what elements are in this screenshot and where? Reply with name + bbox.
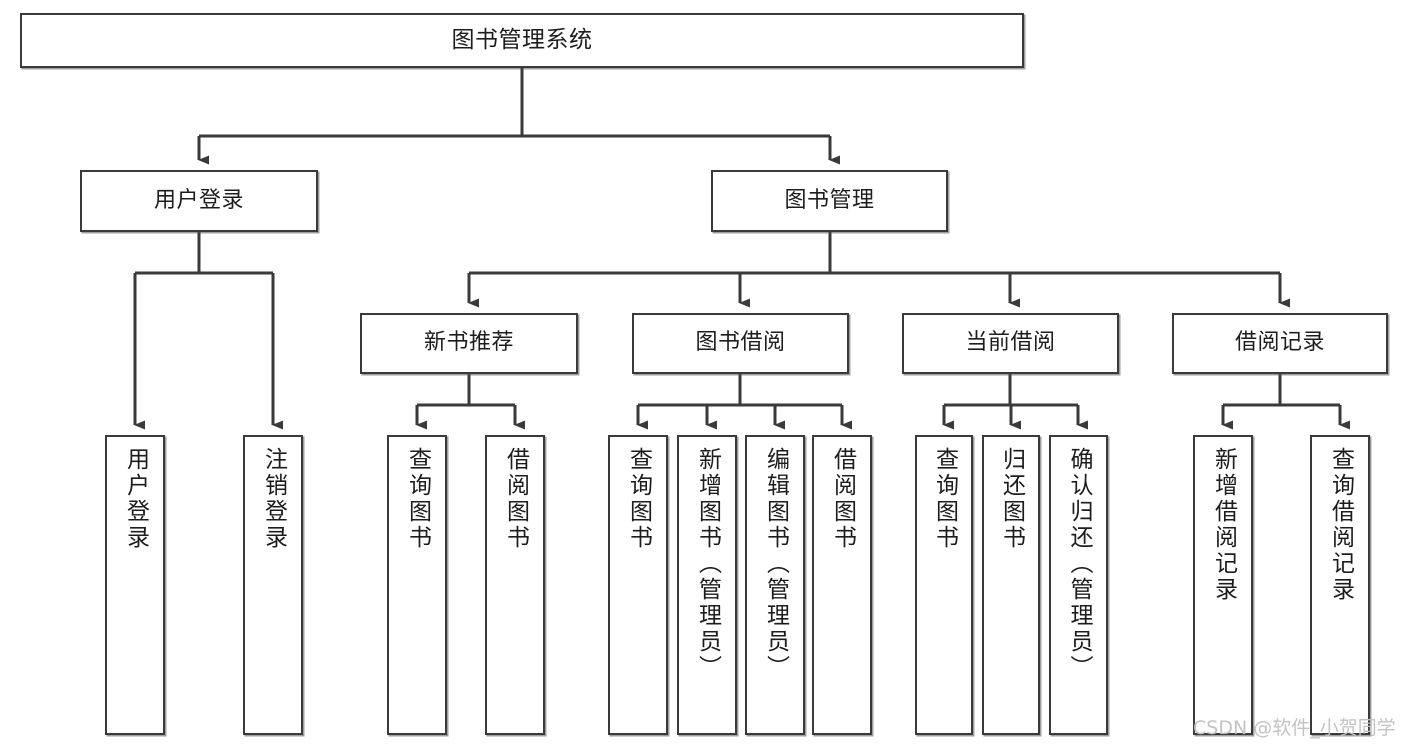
node-current-borrow-label: 当前借阅: [965, 330, 1056, 356]
node-user-login[interactable]: 用户登录: [80, 170, 318, 232]
node-book-manage-label: 图书管理: [784, 187, 875, 213]
node-leaf-confirm-return-label: 确认归还（管理员）: [1066, 447, 1092, 681]
node-new-book-recommend[interactable]: 新书推荐: [360, 313, 578, 374]
node-root-label: 图书管理系统: [451, 27, 593, 54]
node-leaf-query-record[interactable]: 查询借阅记录: [1310, 435, 1370, 735]
node-leaf-edit-book[interactable]: 编辑图书（管理员）: [745, 435, 805, 735]
node-leaf-query-book-1-label: 查询图书: [404, 447, 431, 551]
node-leaf-add-record-label: 新增借阅记录: [1210, 447, 1237, 603]
node-leaf-query-book-1[interactable]: 查询图书: [387, 435, 447, 735]
node-new-book-recommend-label: 新书推荐: [423, 330, 514, 356]
node-leaf-query-book-3[interactable]: 查询图书: [915, 435, 973, 735]
node-borrow-record-label: 借阅记录: [1234, 330, 1325, 356]
node-leaf-borrow-book-2[interactable]: 借阅图书: [812, 435, 872, 735]
node-leaf-add-book[interactable]: 新增图书（管理员）: [677, 435, 737, 735]
node-leaf-add-record[interactable]: 新增借阅记录: [1193, 435, 1253, 735]
node-leaf-return-book[interactable]: 归还图书: [982, 435, 1040, 735]
node-book-borrow[interactable]: 图书借阅: [632, 313, 849, 374]
node-current-borrow[interactable]: 当前借阅: [902, 313, 1119, 374]
node-leaf-borrow-book-1-label: 借阅图书: [502, 447, 529, 551]
node-book-borrow-label: 图书借阅: [695, 330, 786, 356]
node-user-login-label: 用户登录: [153, 187, 244, 213]
node-leaf-edit-book-label: 编辑图书（管理员）: [762, 447, 789, 681]
node-leaf-user-login-label: 用户登录: [122, 447, 149, 551]
csdn-watermark: CSDN @软件_小贺同学: [1193, 717, 1396, 739]
node-leaf-query-book-2[interactable]: 查询图书: [608, 435, 668, 735]
node-borrow-record[interactable]: 借阅记录: [1172, 313, 1388, 374]
node-leaf-return-book-label: 归还图书: [998, 447, 1025, 551]
node-leaf-confirm-return[interactable]: 确认归还（管理员）: [1049, 435, 1108, 735]
node-leaf-query-book-2-label: 查询图书: [625, 447, 652, 551]
node-leaf-borrow-book-2-label: 借阅图书: [829, 447, 856, 551]
node-leaf-add-book-label: 新增图书（管理员）: [694, 447, 721, 681]
node-leaf-query-book-3-label: 查询图书: [931, 447, 958, 551]
node-leaf-logout-label: 注销登录: [260, 447, 287, 551]
node-leaf-logout[interactable]: 注销登录: [243, 435, 303, 735]
node-leaf-borrow-book-1[interactable]: 借阅图书: [485, 435, 545, 735]
node-root[interactable]: 图书管理系统: [20, 13, 1024, 68]
node-leaf-query-record-label: 查询借阅记录: [1327, 447, 1354, 603]
node-leaf-user-login[interactable]: 用户登录: [105, 435, 165, 735]
node-book-manage[interactable]: 图书管理: [711, 170, 948, 232]
